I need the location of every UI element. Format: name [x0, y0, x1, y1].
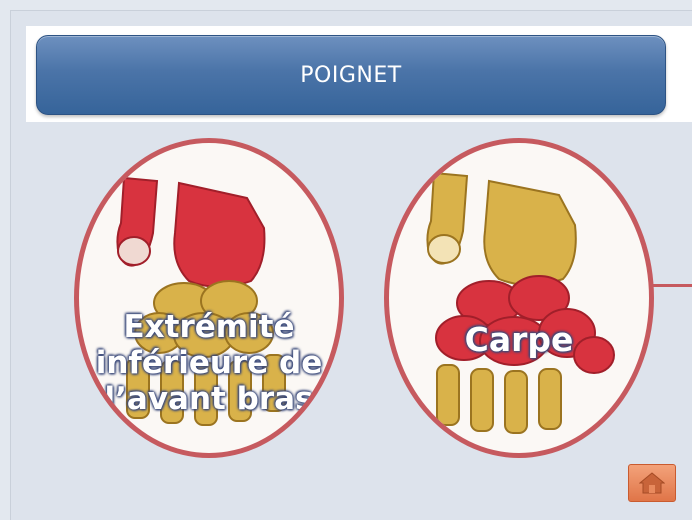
carpus-illustration [389, 143, 654, 458]
connector-line [650, 284, 692, 287]
title-bar: POIGNET [36, 35, 666, 115]
home-icon [639, 472, 665, 494]
home-button[interactable] [628, 464, 676, 502]
forearm-distal-bubble[interactable]: Extrémité inférieure de l’avant bras [74, 138, 344, 458]
page-title: POIGNET [300, 63, 401, 88]
carpus-bubble[interactable]: Carpe [384, 138, 654, 458]
forearm-wrist-illustration [79, 143, 344, 458]
